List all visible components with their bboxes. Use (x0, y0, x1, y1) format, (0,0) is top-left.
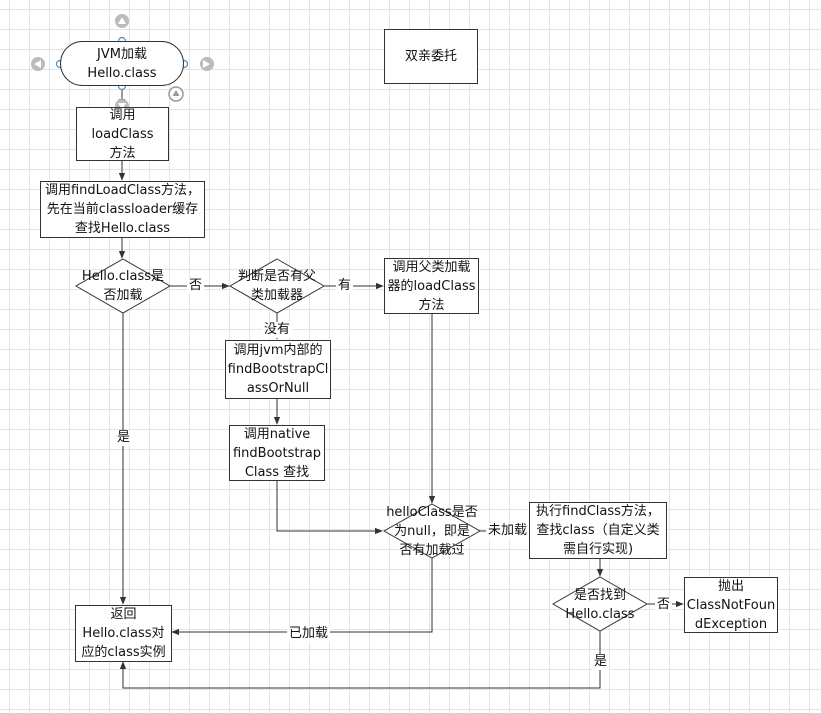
edge-label-yes-2: 是 (592, 654, 610, 670)
edge-label-yes-1: 是 (115, 430, 133, 446)
call-loadclass-node[interactable]: 调用loadClass 方法 (76, 107, 169, 161)
edge-label-not-loaded: 未加载 (486, 523, 530, 539)
connect-up-arrow-icon[interactable] (115, 14, 129, 28)
native-bootstrap-node[interactable]: 调用native findBootstrap Class 查找 (229, 425, 325, 481)
find-loaded-class-node[interactable]: 调用findLoadClass方法， 先在当前classloader缓存 查找H… (40, 181, 205, 238)
decision-is-null-text: helloClass是否 为null，即是 否有加载过 (386, 504, 478, 558)
edge-label-no-parent: 没有 (262, 322, 293, 338)
edge-label-yes-parent: 有 (336, 278, 354, 294)
edge-label-no-2: 否 (655, 597, 673, 613)
find-class-node[interactable]: 执行findClass方法， 查找class（自定义类 需自行实现) (529, 502, 667, 559)
edge-label-loaded: 已加载 (287, 626, 331, 642)
find-bootstrap-node[interactable]: 调用jvm内部的 findBootstrapCl assOrNull (225, 340, 331, 399)
connect-right-arrow-icon[interactable] (200, 57, 214, 71)
decision-has-parent-text: 判断是否有父 类加载器 (237, 269, 316, 303)
throw-exception-node[interactable]: 抛出 ClassNotFoun dException (684, 577, 778, 633)
title-node[interactable]: 双亲委托 (384, 29, 478, 84)
edge-found-to-return[interactable] (119, 631, 601, 689)
edge-isnull-to-return[interactable] (171, 558, 433, 636)
decision-found-text: 是否找到 Hello.class (565, 588, 635, 622)
connect-left-arrow-icon[interactable] (31, 57, 45, 71)
edge-native-to-isnull[interactable] (276, 481, 383, 535)
rotate-handle-icon[interactable] (168, 86, 184, 102)
edge-label-no-1: 否 (187, 278, 205, 294)
decision-is-loaded-text: Hello.class是 否加载 (81, 269, 165, 303)
return-instance-node[interactable]: 返回 Hello.class对 应的class实例 (75, 605, 172, 662)
start-node[interactable]: JVM加载Hello.class (60, 41, 184, 86)
parent-loadclass-node[interactable]: 调用父类加载 器的loadClass 方法 (384, 258, 479, 314)
